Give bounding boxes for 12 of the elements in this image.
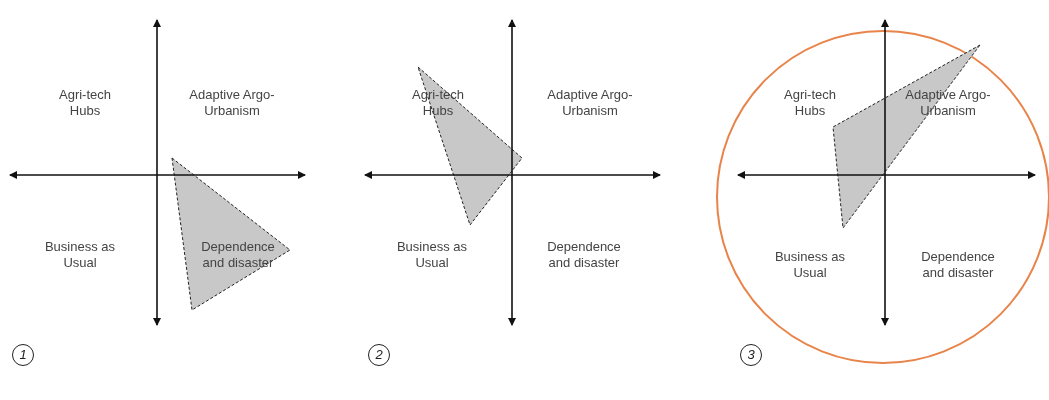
quadrant-label: Agri-tech Hubs	[58, 87, 112, 119]
quadrant-label: Adaptive Argo-Urbanism	[904, 87, 992, 119]
quadrant-label: Dependence and disaster	[200, 239, 276, 271]
quadrant-label: Business as Usual	[773, 249, 847, 281]
quadrant-label: Adaptive Argo-Urbanism	[546, 87, 634, 119]
quadrant-label: Agri-tech Hubs	[783, 87, 837, 119]
quadrant-label: Business as Usual	[395, 239, 469, 271]
quadrant-label: Dependence and disaster	[546, 239, 622, 271]
quadrant-label: Dependence and disaster	[920, 249, 996, 281]
quadrant-label: Adaptive Argo-Urbanism	[188, 87, 276, 119]
quadrant-label: Business as Usual	[43, 239, 117, 271]
quadrant-label: Agri-tech Hubs	[411, 87, 465, 119]
